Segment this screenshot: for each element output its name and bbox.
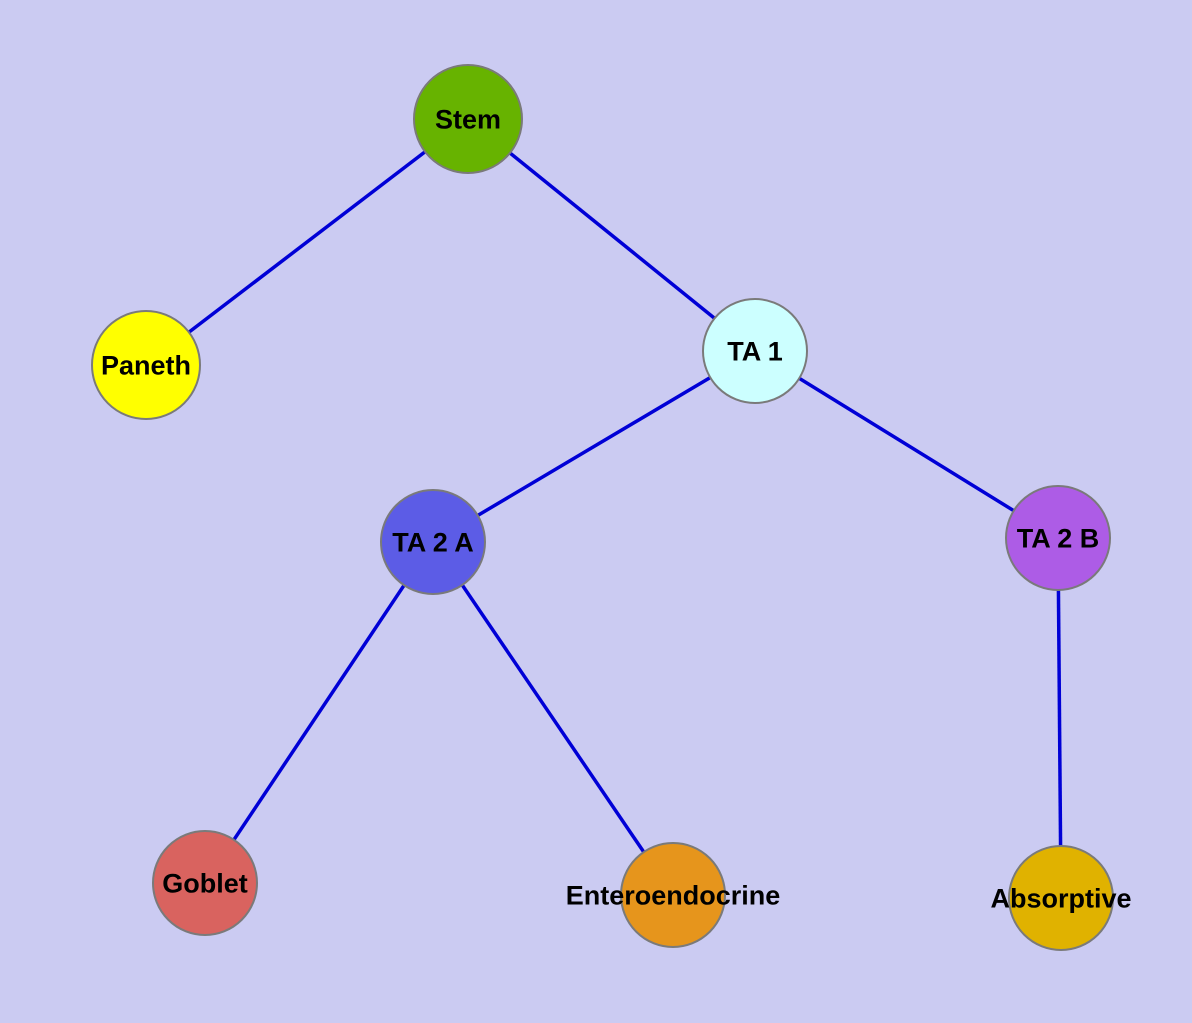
node-circle-goblet[interactable] [152,830,258,936]
node-goblet[interactable]: Goblet [152,830,258,936]
node-stem[interactable]: Stem [413,64,523,174]
edge-stem-paneth[interactable] [144,117,470,367]
node-circle-ta2b[interactable] [1005,485,1111,591]
node-ta1[interactable]: TA 1 [702,298,808,404]
edge-ta1-ta2b[interactable] [754,349,1059,540]
node-circle-paneth[interactable] [91,310,201,420]
node-paneth[interactable]: Paneth [91,310,201,420]
edge-ta2b-absorptive[interactable] [1056,537,1063,899]
edge-ta2a-enteroendocrine[interactable] [431,541,675,896]
edge-stem-ta1[interactable] [466,117,757,353]
edge-layer [144,117,1063,899]
node-circle-stem[interactable] [413,64,523,174]
node-circle-ta1[interactable] [702,298,808,404]
edge-ta2a-goblet[interactable] [203,541,435,884]
edge-ta1-ta2a[interactable] [432,349,756,544]
node-ta2a[interactable]: TA 2 A [380,489,486,595]
node-circle-absorptive[interactable] [1008,845,1114,951]
node-circle-enteroendocrine[interactable] [620,842,726,948]
node-ta2b[interactable]: TA 2 B [1005,485,1111,591]
node-circle-ta2a[interactable] [380,489,486,595]
